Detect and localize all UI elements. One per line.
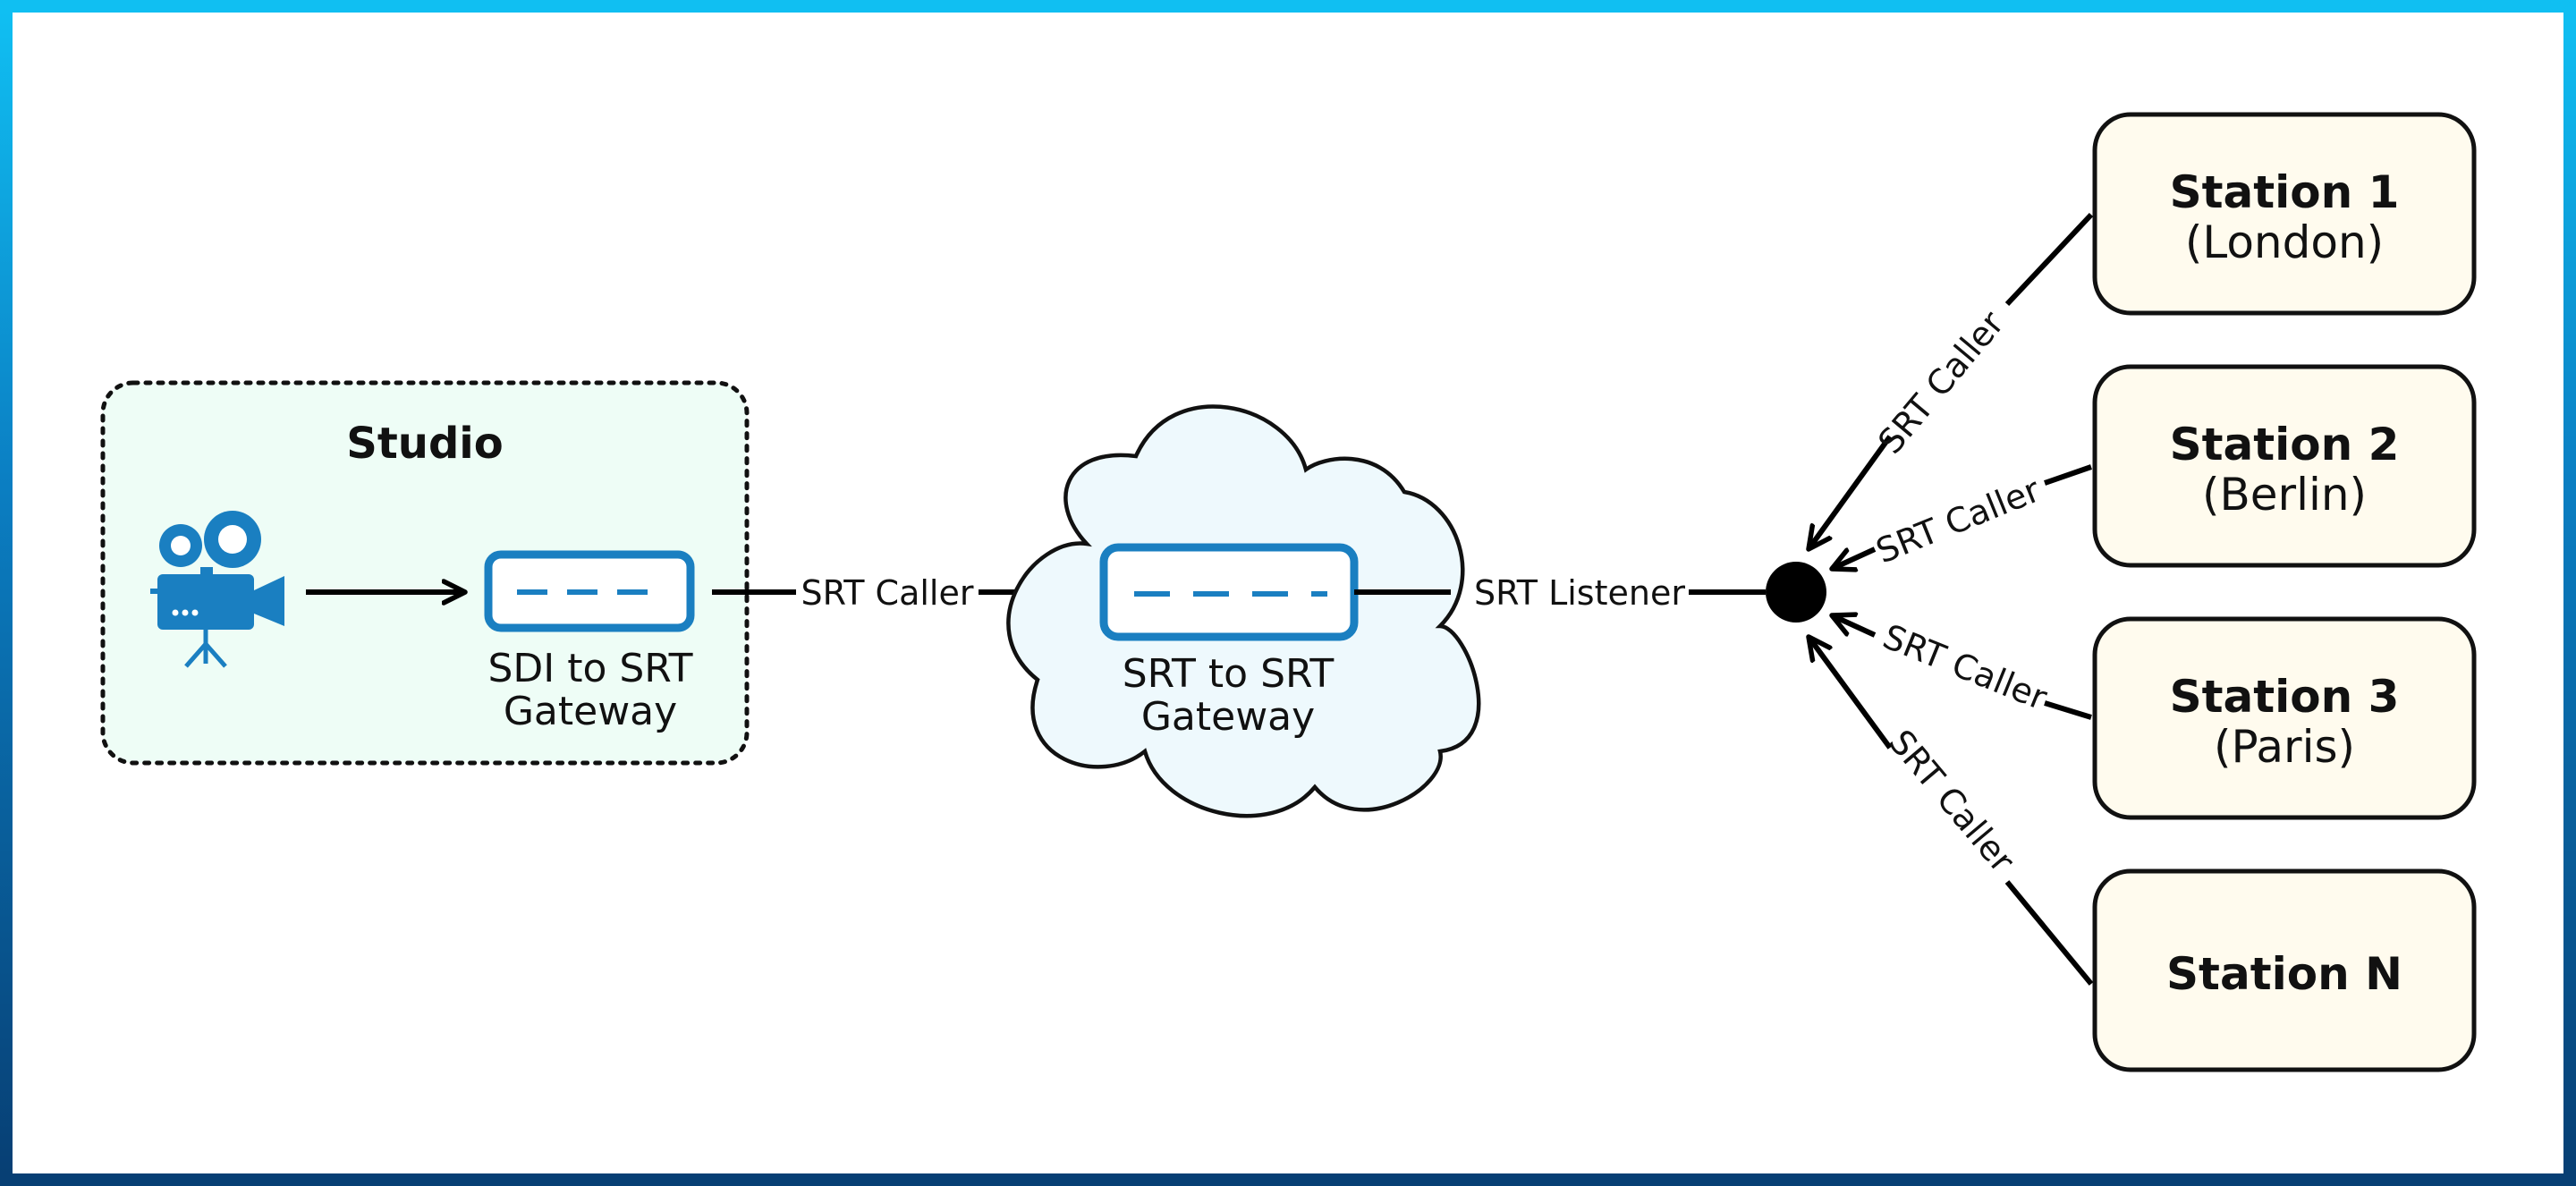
edge-label-station-3: SRT Caller bbox=[1877, 616, 2053, 717]
station-3: Station 3 (Paris) bbox=[2092, 616, 2477, 820]
edge-label-station-n: SRT Caller bbox=[1881, 723, 2022, 880]
station-subtitle: (Paris) bbox=[2214, 721, 2355, 773]
station-subtitle: (Berlin) bbox=[2202, 469, 2367, 521]
edge-label-station-2: SRT Caller bbox=[1870, 470, 2046, 571]
edge-label-srt-caller-main: SRT Caller bbox=[801, 573, 974, 613]
station-box bbox=[2092, 364, 2477, 568]
studio-group: Studio SDI to SRT Gateway bbox=[100, 380, 750, 766]
sdi-gateway-label-line1: SDI to SRT bbox=[487, 646, 692, 691]
studio-title: Studio bbox=[346, 419, 503, 469]
cloud-gateway-label-line1: SRT to SRT bbox=[1123, 651, 1335, 697]
listener-hub-node bbox=[1766, 562, 1826, 623]
studio-container bbox=[100, 380, 750, 766]
edge-station-2: SRT Caller bbox=[1832, 464, 2092, 571]
station-subtitle: (London) bbox=[2185, 216, 2384, 268]
station-box bbox=[2092, 868, 2477, 1072]
station-n: Station N bbox=[2092, 868, 2477, 1072]
station-1: Station 1 (London) bbox=[2092, 112, 2477, 316]
edge-cloud-to-hub: SRT Listener bbox=[1354, 573, 1766, 613]
srt-to-srt-gateway bbox=[1099, 543, 1359, 641]
edge-station-3: SRT Caller bbox=[1832, 615, 2092, 720]
station-2: Station 2 (Berlin) bbox=[2092, 364, 2477, 568]
station-box bbox=[2092, 616, 2477, 820]
station-title: Station 3 bbox=[2170, 671, 2400, 723]
station-title: Station 1 bbox=[2170, 166, 2400, 218]
edge-label-srt-listener: SRT Listener bbox=[1474, 573, 1685, 613]
edge-label-station-1: SRT Caller bbox=[1870, 303, 2012, 461]
cloud-gateway-label-line2: Gateway bbox=[1141, 694, 1315, 740]
station-title: Station N bbox=[2166, 948, 2402, 1000]
cloud-group: SRT to SRT Gateway bbox=[1006, 404, 1481, 818]
station-box bbox=[2092, 112, 2477, 316]
edge-station-1: SRT Caller bbox=[1809, 212, 2094, 549]
video-camera-icon bbox=[150, 511, 284, 668]
sdi-to-srt-gateway bbox=[484, 550, 695, 632]
station-title: Station 2 bbox=[2170, 419, 2400, 470]
sdi-gateway-label-line2: Gateway bbox=[504, 689, 677, 734]
